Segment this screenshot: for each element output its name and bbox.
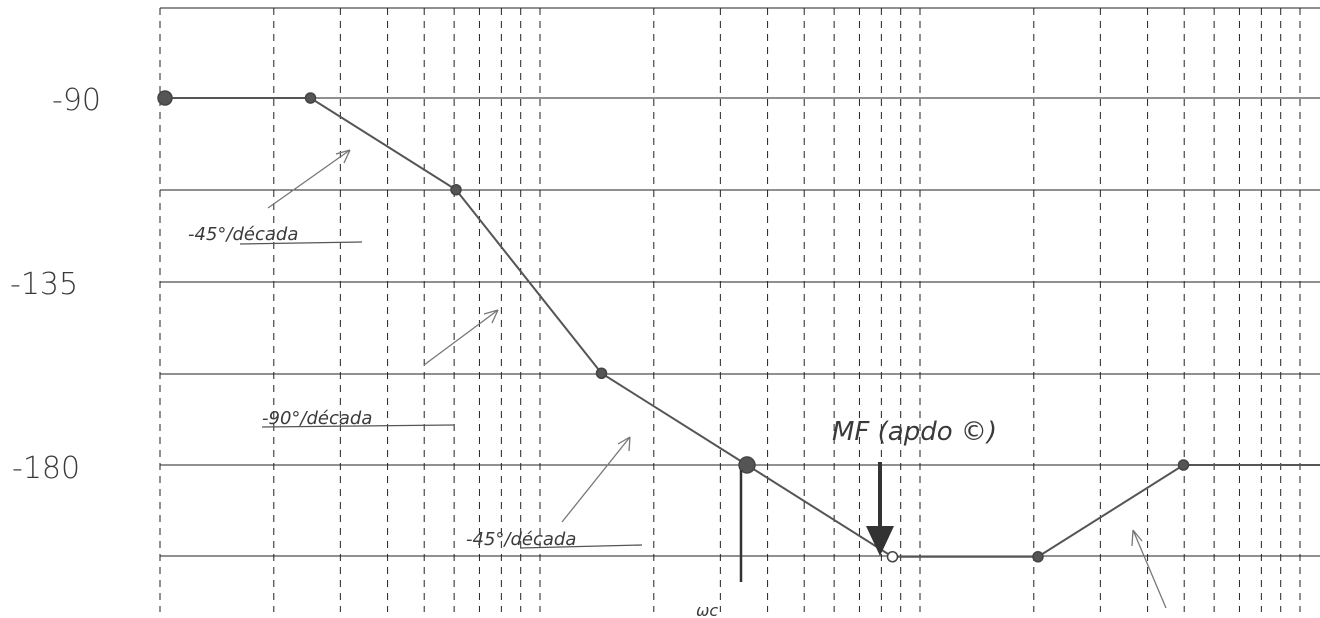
slope-label-3: -45°/década (466, 529, 576, 550)
crossover-label: ωc (696, 601, 718, 618)
slope-arrow-3-head (617, 436, 631, 452)
rising-segment-arrow (1132, 529, 1167, 609)
breakpoint-marker (157, 90, 173, 106)
annotations: -45°/década -90°/década -45°/década MF (… (188, 149, 1167, 618)
rising-segment-arrow-head (1131, 529, 1143, 547)
breakpoint-marker (450, 184, 462, 196)
slope-arrow-2-head (483, 309, 499, 324)
slope-arrow-3 (561, 436, 631, 523)
breakpoint-marker (886, 551, 899, 563)
breakpoint-marker (1177, 459, 1190, 471)
slope-arrow-2 (423, 309, 499, 366)
phase-asymptote-line (165, 97, 1320, 558)
slope-label-2: -90°/década (262, 408, 372, 429)
phase-margin-label: MF (apdo ©) (832, 417, 997, 447)
y-axis-labels: -90 -135 -180 (10, 83, 101, 486)
breakpoint-marker (738, 456, 756, 474)
y-tick-label-neg180: -180 (12, 451, 80, 486)
y-tick-label-neg135: -135 (10, 267, 78, 302)
breakpoint-marker (1032, 551, 1044, 563)
slope-arrow-1 (267, 149, 351, 209)
slope-label-1-underline (239, 241, 363, 245)
breakpoint-markers (157, 90, 1190, 563)
breakpoint-marker (595, 367, 608, 379)
slope-arrow-1-head (335, 149, 351, 164)
breakpoint-marker (304, 92, 317, 104)
y-tick-label-neg90: -90 (52, 83, 101, 118)
slope-label-1: -45°/década (188, 224, 298, 245)
slope-label-2-underline (261, 424, 455, 428)
slope-label-3-underline (519, 544, 643, 549)
phase-margin-arrow-head (866, 526, 894, 556)
